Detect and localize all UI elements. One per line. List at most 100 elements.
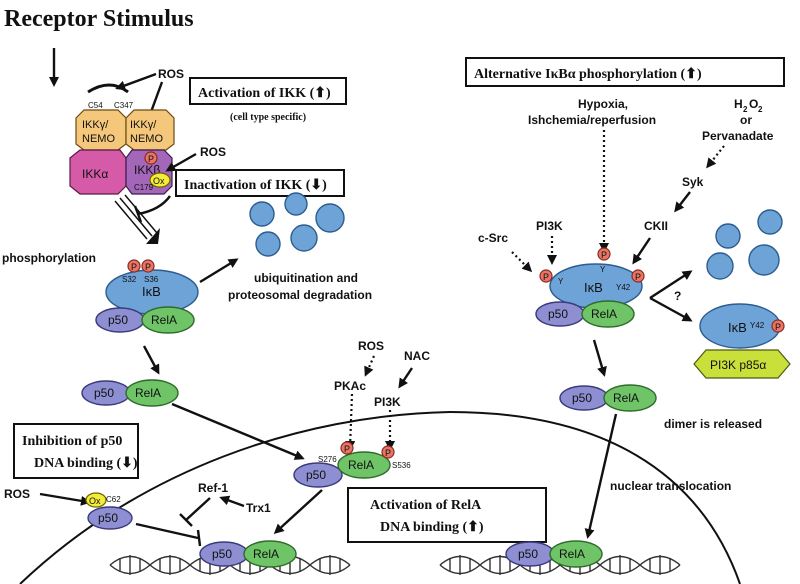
p50-released-label: p50	[572, 391, 592, 405]
bound-dimer-left: p50 RelA	[199, 540, 297, 568]
p50-dna-right-label: p50	[518, 547, 538, 561]
p50-dna-left-label: p50	[212, 547, 232, 561]
ros-label-3: ROS	[358, 339, 384, 353]
hypoxia-line1: Hypoxia,	[578, 97, 628, 111]
or-label: or	[740, 113, 752, 127]
hypoxia-line2: Ishchemia/reperfusion	[528, 113, 656, 127]
ikkg1-label: IKKγ/	[82, 119, 109, 131]
ikb-pi3k-label: IκB	[728, 320, 747, 335]
ikb-left-label: IκB	[142, 284, 161, 299]
rela-cyto-label: RelA	[135, 386, 161, 400]
ikkg2-label: IKKγ/	[130, 119, 157, 131]
pervanadate-dotted-arrow	[706, 145, 725, 169]
trx1-label: Trx1	[246, 501, 271, 515]
rela-dna-left-label: RelA	[253, 547, 279, 561]
ox-label-ikkb: Ox	[153, 176, 165, 186]
oxidized-p50: Ox C62 p50	[85, 492, 133, 530]
rela-dna-right-label: RelA	[559, 547, 585, 561]
nucleus-membrane	[19, 410, 741, 584]
ikka-label: IKKα	[82, 167, 108, 181]
dimer-cytoplasm-left: p50 RelA	[81, 379, 179, 407]
p-label-r2: P	[601, 250, 607, 260]
ikkb-ox	[149, 172, 171, 188]
ikkb-phospho	[144, 151, 158, 165]
ikkb-label: IKKβ	[134, 163, 160, 177]
p-label-1: P	[131, 262, 137, 272]
ros-dotted-arrow	[364, 355, 376, 377]
rela-left	[141, 306, 195, 334]
ckii-arrow	[632, 237, 651, 265]
h2o2-2a: 2	[743, 105, 748, 114]
h2o2-o: O	[749, 97, 758, 111]
h2o2-2b: 2	[758, 105, 763, 114]
p50-left-label: p50	[108, 313, 128, 327]
syk-arrow	[674, 191, 691, 213]
c179-label: C179	[134, 183, 154, 192]
to-nucleus-arrow-left	[171, 402, 305, 460]
inhibition-p50-line1: Inhibition of p50	[22, 434, 122, 449]
h2o2-label: H 2 O 2	[734, 97, 763, 114]
y42-label-1: Y42	[616, 283, 631, 292]
release-arrow	[592, 339, 607, 377]
y-label-2: Y	[600, 265, 606, 274]
activation-rela-box	[347, 487, 547, 543]
nemo2-label: NEMO	[130, 133, 163, 145]
ref1-inhibit-line	[185, 497, 211, 521]
phospho-dimer-nucleus: p50 RelA P P S276 S536	[293, 441, 411, 488]
inhibition-p50-box	[13, 423, 139, 479]
y-label-1: Y	[558, 277, 564, 286]
ikb-left-phospho-1	[127, 259, 141, 273]
csrc-label: c-Src	[478, 231, 508, 245]
pi3k-label-center: PI3K	[374, 395, 401, 409]
ikb-pi3k-complex: IκB Y42 P PI3K p85α	[693, 303, 791, 379]
pervanadate-label: Pervanadate	[702, 129, 774, 143]
rela-left-label: RelA	[151, 313, 177, 327]
s536-label: S536	[392, 461, 411, 470]
alt-ikba-text: Alternative IκBα phosphorylation (⬆)	[474, 67, 702, 82]
degradation-arrow	[199, 258, 239, 284]
inactivation-ikk-text: Inactivation of IKK (⬇)	[184, 178, 327, 193]
ikb-complex-left: IκB P P S32 S36 p50 RelA	[95, 259, 199, 334]
cell-type-text: (cell type specific)	[230, 112, 306, 123]
rela-right-label: RelA	[591, 307, 617, 321]
p50-inhibit-bar	[196, 529, 202, 547]
activation-rela-line2: DNA binding (⬆)	[380, 520, 484, 535]
nuclear-translocation-arrow	[584, 413, 618, 539]
disulfide-bond	[87, 83, 129, 94]
p-label-r1: P	[543, 272, 549, 282]
s32-label: S32	[122, 275, 137, 284]
pi3k-p85-label: PI3K p85α	[710, 358, 766, 372]
syk-label: Syk	[682, 175, 704, 189]
p-label-r3: P	[635, 272, 641, 282]
branch-down-arrow	[649, 296, 693, 322]
c54-label: C54	[88, 101, 103, 110]
inactivation-ikk-box	[175, 169, 345, 197]
s276-label: S276	[318, 455, 337, 464]
nemo1-label: NEMO	[82, 133, 115, 145]
rela-nuc-label: RelA	[348, 458, 374, 472]
dimer-free-arrow	[142, 345, 160, 375]
p-label-s276: P	[344, 444, 350, 454]
nac-inhibit-arrow	[398, 367, 413, 389]
nuclear-translocation-label: nuclear translocation	[610, 479, 731, 493]
p50-right-label: p50	[548, 307, 568, 321]
h2o2-h: H	[734, 97, 743, 111]
p50-ox-label: p50	[98, 511, 118, 525]
ikb-left-phospho-2	[141, 259, 155, 273]
ros-arrow-1	[115, 72, 157, 91]
ros-label-4: ROS	[4, 487, 30, 501]
p-label-s536: P	[385, 448, 391, 458]
s36-label: S36	[144, 275, 159, 284]
c62-label: C62	[106, 495, 121, 504]
question-label: ?	[674, 289, 681, 303]
p50-cyto-label: p50	[94, 386, 114, 400]
p-label-ikkb: P	[148, 154, 154, 164]
p-label-r4: P	[775, 322, 781, 332]
ikk-complex: C54 C347 IKKγ/ NEMO IKKγ/ NEMO IKKα IKKβ…	[69, 83, 175, 195]
ikk-gamma-nemo-2	[125, 109, 175, 151]
pkac-dotted-arrow	[345, 393, 356, 451]
pkac-label: PKAc	[334, 379, 366, 393]
ikb-right-label: IκB	[584, 280, 603, 295]
p50-inhibit-line	[135, 522, 199, 540]
p50-nuc-label: p50	[306, 468, 326, 482]
